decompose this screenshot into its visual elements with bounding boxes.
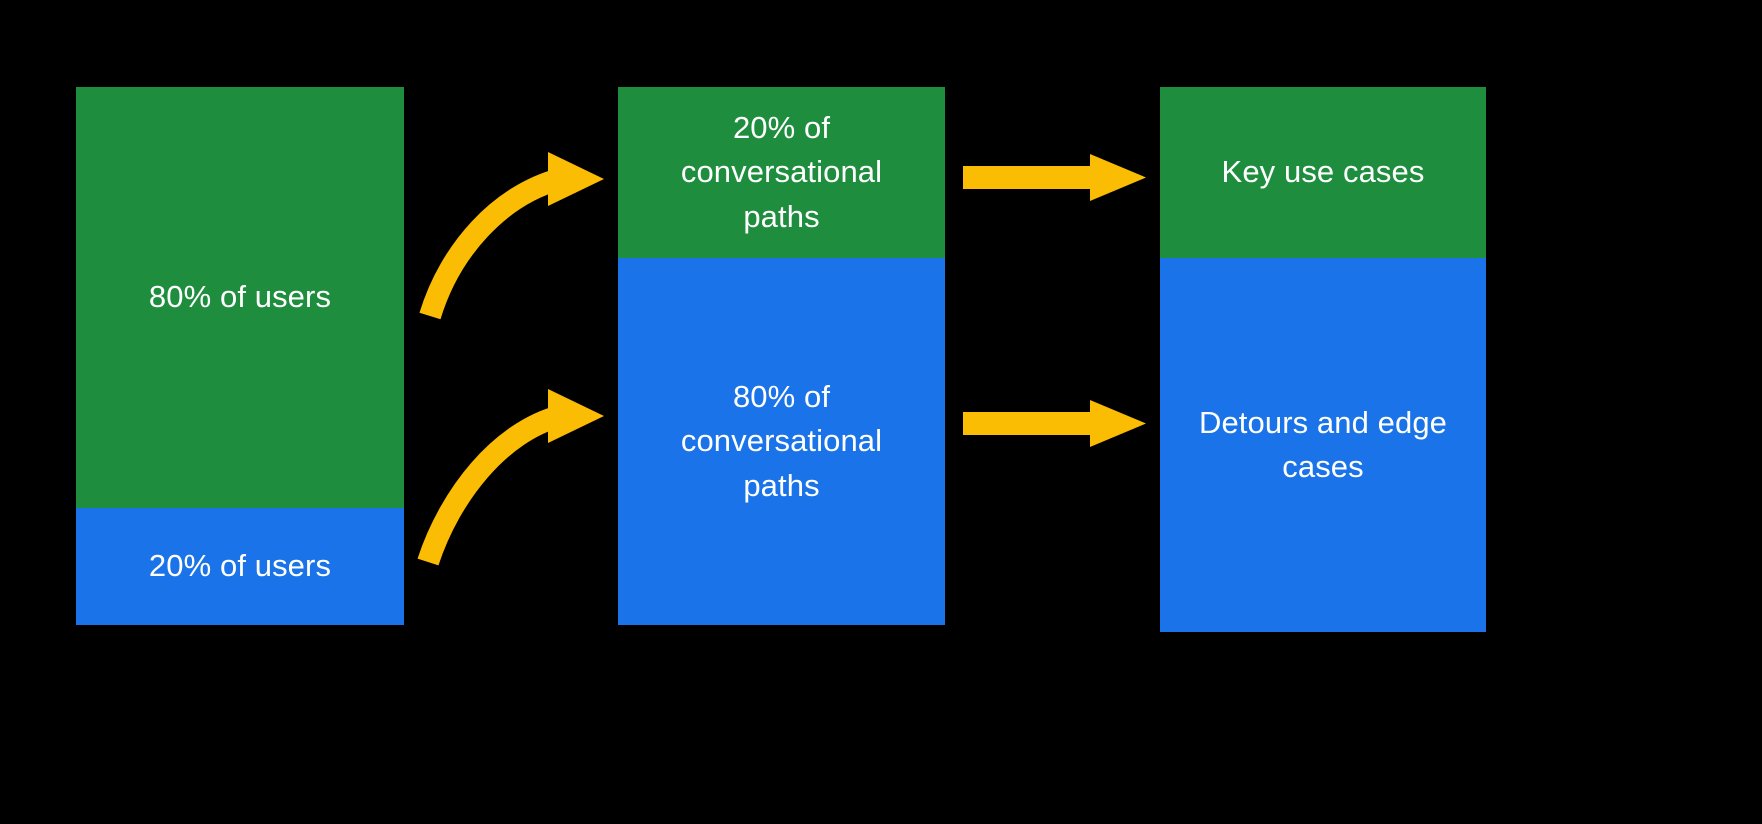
segment-80-percent-conversational-paths: 80% of conversational paths (618, 258, 945, 625)
segment-label: Key use cases (1221, 154, 1425, 190)
segment-20-percent-conversational-paths: 20% of conversational paths (618, 87, 945, 258)
segment-label: 80% of conversational paths (680, 379, 883, 503)
segment-key-use-cases: Key use cases (1160, 87, 1486, 258)
column-users: 80% of users 20% of users (76, 87, 404, 625)
segment-label: 20% of conversational paths (680, 110, 883, 234)
segment-detours-and-edge-cases: Detours and edge cases (1160, 258, 1486, 632)
segment-label: Detours and edge cases (1198, 404, 1448, 484)
straight-arrow-paths-to-detours (963, 400, 1146, 447)
segment-label: 80% of users (148, 279, 332, 315)
column-use-cases: Key use cases Detours and edge cases (1160, 87, 1486, 632)
curved-arrow-users-to-bottom-paths (417, 389, 604, 566)
segment-80-percent-users: 80% of users (76, 87, 404, 508)
segment-20-percent-users: 20% of users (76, 508, 404, 625)
curved-arrow-users-to-top-paths (419, 152, 604, 320)
straight-arrow-paths-to-key-use-cases (963, 154, 1146, 201)
segment-label: 20% of users (148, 548, 332, 584)
column-conversational-paths: 20% of conversational paths 80% of conve… (618, 87, 945, 625)
